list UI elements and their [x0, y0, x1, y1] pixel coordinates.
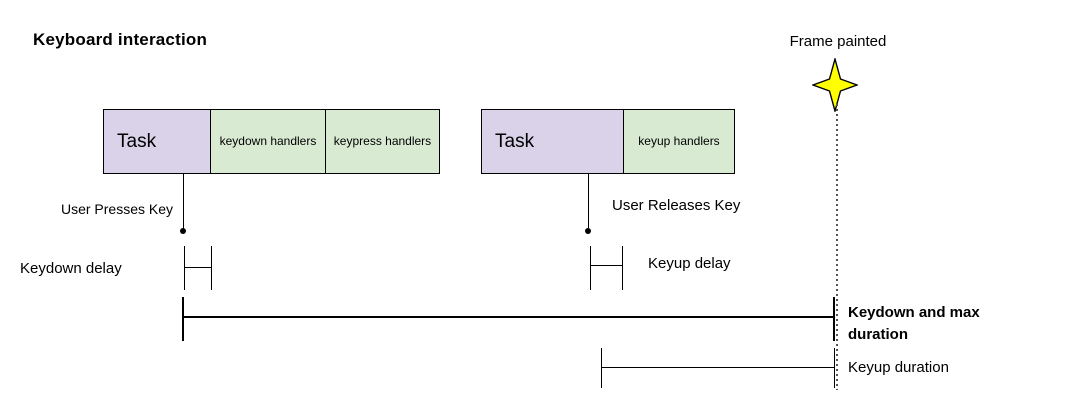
keydown-delay-left-tick	[184, 246, 185, 290]
keyup-duration-left-tick	[601, 348, 602, 388]
press-event-dot	[180, 228, 186, 234]
keydown-handlers-block: keydown handlers	[210, 109, 326, 174]
diagram-title: Keyboard interaction	[33, 30, 208, 49]
keydown-duration-left-tick	[182, 297, 184, 341]
task-block: Task	[103, 109, 211, 174]
user-releases-key-label: User Releases Key	[612, 197, 741, 214]
frame-painted-label: Frame painted	[789, 33, 887, 50]
press-event-line	[183, 174, 184, 229]
task-block: Task	[481, 109, 624, 174]
task-block-label: Task	[117, 130, 157, 152]
keypress-handlers-block: keypress handlers	[325, 109, 440, 174]
frame-painted-timeline	[836, 104, 838, 390]
keyup-delay-right-tick	[622, 246, 623, 290]
four-point-star-icon	[812, 58, 858, 112]
keyup-delay-label: Keyup delay	[648, 255, 731, 272]
user-presses-key-label: User Presses Key	[60, 201, 173, 217]
keyup-handlers-label: keyup handlers	[638, 134, 720, 148]
keydown-delay-right-tick	[211, 246, 212, 290]
keydown-delay-span-line	[184, 267, 212, 268]
keyup-handlers-block: keyup handlers	[623, 109, 735, 174]
keyup-duration-span-line	[601, 367, 835, 368]
release-event-dot	[585, 228, 591, 234]
keydown-delay-label: Keydown delay	[20, 260, 122, 277]
keydown-task-bar: Task keydown handlers keypress handlers	[103, 109, 440, 174]
keydown-duration-right-tick	[833, 297, 835, 341]
keydown-max-duration-label: Keydown and max duration	[848, 304, 980, 343]
task-block-label: Task	[495, 130, 535, 152]
keyup-delay-left-tick	[590, 246, 591, 290]
keyup-delay-span-line	[590, 265, 623, 266]
keyup-duration-label: Keyup duration	[848, 359, 949, 376]
keyup-task-bar: Task keyup handlers	[481, 109, 735, 174]
keypress-handlers-label: keypress handlers	[333, 134, 432, 148]
keyup-duration-right-tick	[834, 348, 835, 388]
keydown-handlers-label: keydown handlers	[219, 134, 317, 148]
keydown-duration-span-line	[183, 316, 835, 318]
release-event-line	[588, 174, 589, 228]
